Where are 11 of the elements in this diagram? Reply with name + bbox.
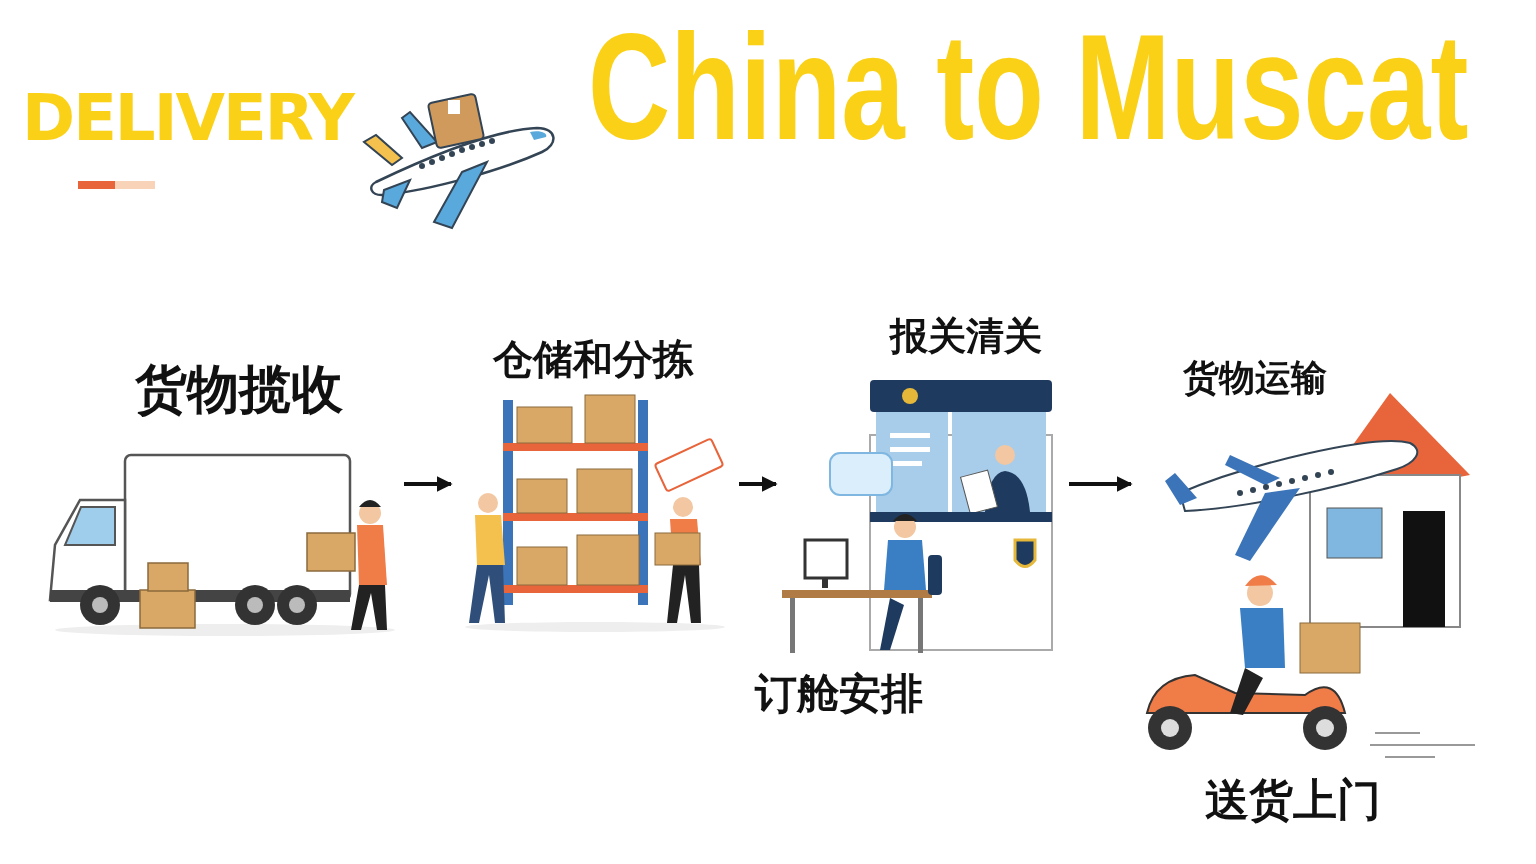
step-label: 仓储和分拣 [493,339,693,379]
title: China to Muscat [588,12,1469,162]
heading-word: DELIVERY [22,86,353,150]
arrow [1069,476,1133,492]
step-label: 送货上门 [1205,778,1381,822]
arrow [739,476,778,492]
step-label: 货物揽收 [135,363,343,415]
step-label: 报关清关 [890,317,1042,355]
arrow [404,476,453,492]
step-label: 货物运输 [1183,360,1327,396]
step-label: 订舱安排 [755,673,923,715]
